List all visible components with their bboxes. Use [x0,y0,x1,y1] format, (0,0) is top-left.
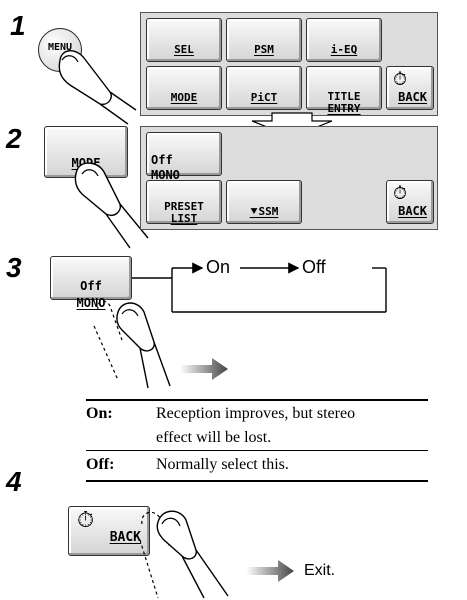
i-eq-button[interactable]: i-EQ [306,18,382,62]
table-bottom-rule [86,480,428,482]
back-label: BACK [109,530,141,545]
back-button[interactable]: ⏱ BACK [386,180,434,224]
finger-pressing-icon [58,50,137,125]
cycle-diagram [132,262,387,313]
sel-button[interactable]: SEL [146,18,222,62]
psm-button[interactable]: PSM [226,18,302,62]
off-description: Normally select this. [156,456,289,473]
right-arrow-icon [246,560,294,582]
on-description: Reception improves, but stereo effect wi… [156,405,356,446]
timer-icon: ⏱ [393,69,408,89]
step-number-2: 2 [6,123,22,154]
pict-button[interactable]: PiCT [226,66,302,110]
finger-pressing-icon [139,510,229,599]
mode-label: MODE [170,91,198,104]
ssm-button[interactable]: ⯆SSM [226,180,302,224]
exit-label: Exit. [304,562,336,579]
psm-label: PSM [254,43,274,56]
back-label: BACK [398,90,427,104]
i-eq-label: i-EQ [330,43,358,56]
flow-off-label: Off [302,257,326,277]
ssm-label: ⯆SSM [249,205,279,218]
right-arrow-icon [180,358,228,380]
timer-icon: ⏱ [77,507,95,532]
mode-button[interactable]: MODE [146,66,222,110]
table-row-divider [86,450,428,451]
off-term: Off: [86,456,115,473]
finger-pressing-icon [93,300,171,389]
flow-on-label: On [206,257,231,277]
ssm-arrow-icon: ⯆ [249,205,259,218]
timer-icon: ⏱ [393,183,408,203]
table-row-on: On: Reception improves, but stereo effec… [86,404,428,448]
menu-button-label: MENU [47,42,73,53]
table-top-rule [86,399,428,401]
table-row-off: Off: Normally select this. [86,455,428,477]
step-number-1: 1 [10,10,26,41]
back-button[interactable]: ⏱ BACK [68,506,150,556]
finger-pressing-icon [74,162,149,249]
back-label: BACK [398,204,427,218]
on-term: On: [86,405,113,422]
sel-label: SEL [174,43,194,56]
back-button[interactable]: ⏱ BACK [386,66,434,110]
step-number-3: 3 [6,252,22,283]
pict-label: PiCT [250,91,278,104]
step-number-4: 4 [6,466,22,497]
